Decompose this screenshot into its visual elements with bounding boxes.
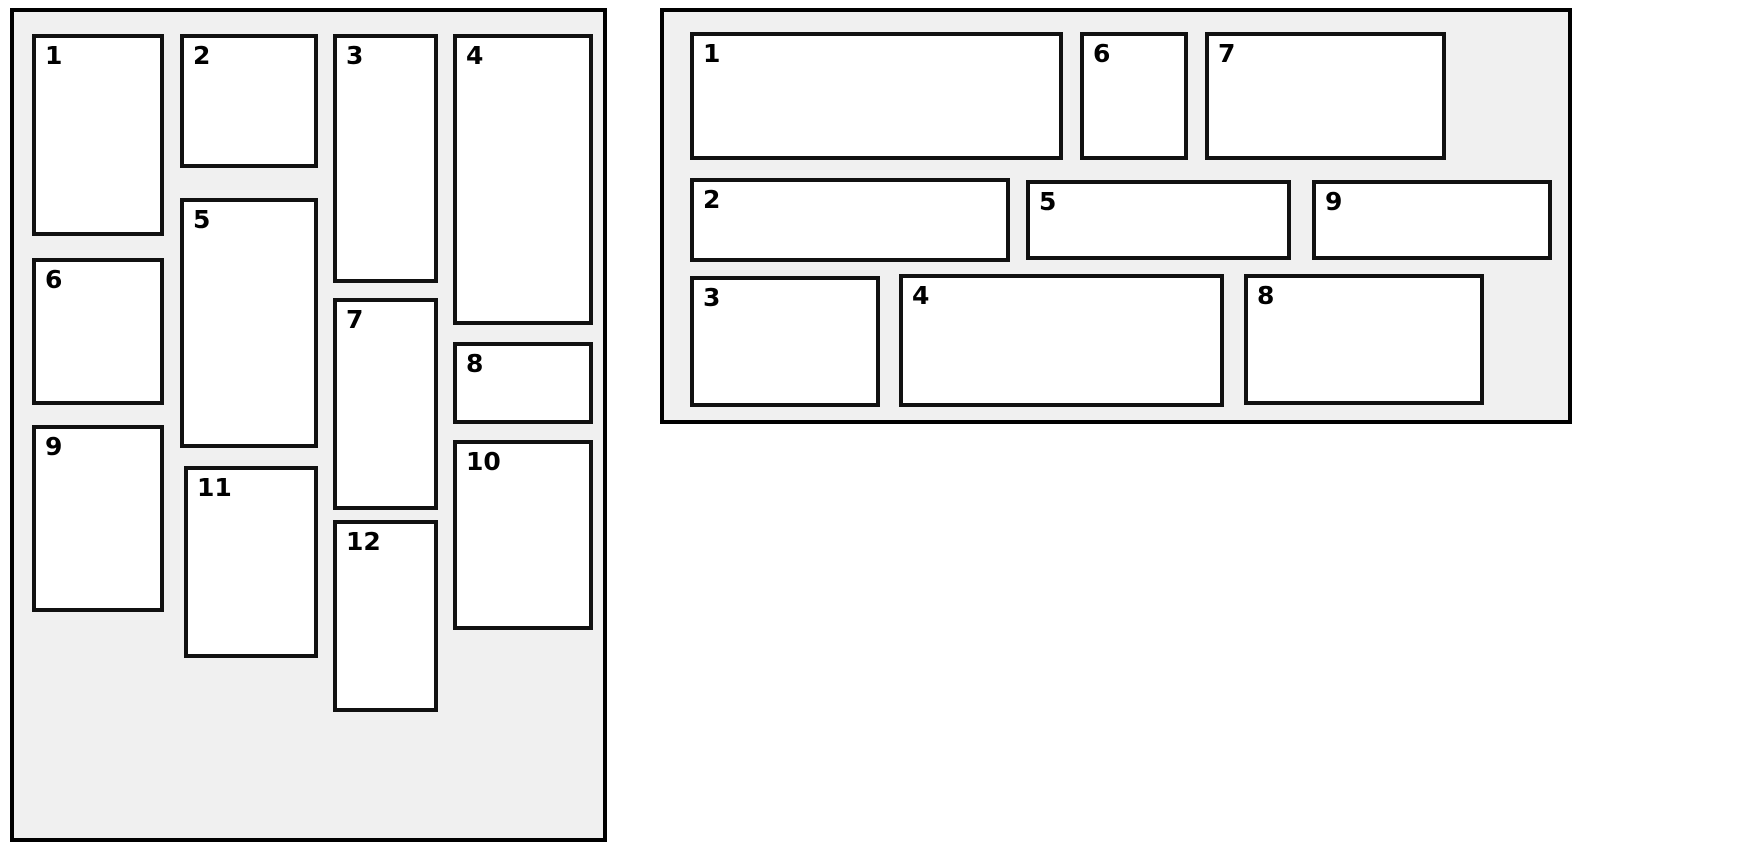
box-10[interactable]: 10 bbox=[453, 440, 593, 630]
box-label: 3 bbox=[346, 41, 364, 70]
box-2[interactable]: 2 bbox=[690, 178, 1010, 262]
box-2[interactable]: 2 bbox=[180, 34, 318, 168]
box-8[interactable]: 8 bbox=[1244, 274, 1484, 405]
box-label: 11 bbox=[197, 473, 232, 502]
box-4[interactable]: 4 bbox=[899, 274, 1224, 407]
box-9[interactable]: 9 bbox=[1312, 180, 1552, 260]
box-label: 9 bbox=[1325, 187, 1343, 216]
box-label: 8 bbox=[1257, 281, 1275, 310]
box-7[interactable]: 7 bbox=[1205, 32, 1446, 160]
box-5[interactable]: 5 bbox=[180, 198, 318, 448]
box-label: 5 bbox=[1039, 187, 1057, 216]
box-label: 1 bbox=[703, 39, 721, 68]
box-label: 2 bbox=[703, 185, 721, 214]
box-label: 6 bbox=[1093, 39, 1111, 68]
box-label: 6 bbox=[45, 265, 63, 294]
box-1[interactable]: 1 bbox=[690, 32, 1063, 160]
box-11[interactable]: 11 bbox=[184, 466, 318, 658]
box-6[interactable]: 6 bbox=[32, 258, 164, 405]
box-1[interactable]: 1 bbox=[32, 34, 164, 236]
box-label: 2 bbox=[193, 41, 211, 70]
box-label: 9 bbox=[45, 432, 63, 461]
box-label: 1 bbox=[45, 41, 63, 70]
box-label: 12 bbox=[346, 527, 381, 556]
box-5[interactable]: 5 bbox=[1026, 180, 1291, 260]
box-6[interactable]: 6 bbox=[1080, 32, 1188, 160]
box-8[interactable]: 8 bbox=[453, 342, 593, 424]
box-9[interactable]: 9 bbox=[32, 425, 164, 612]
box-label: 8 bbox=[466, 349, 484, 378]
box-label: 4 bbox=[912, 281, 930, 310]
box-3[interactable]: 3 bbox=[333, 34, 438, 283]
box-12[interactable]: 12 bbox=[333, 520, 438, 712]
panel-row-flow-panel: 1 2 3 4 5 6 7 8 9 bbox=[660, 8, 1572, 424]
box-7[interactable]: 7 bbox=[333, 298, 438, 510]
box-label: 5 bbox=[193, 205, 211, 234]
box-label: 10 bbox=[466, 447, 501, 476]
box-label: 7 bbox=[346, 305, 364, 334]
box-label: 7 bbox=[1218, 39, 1236, 68]
box-label: 3 bbox=[703, 283, 721, 312]
box-3[interactable]: 3 bbox=[690, 276, 880, 407]
box-4[interactable]: 4 bbox=[453, 34, 593, 325]
box-label: 4 bbox=[466, 41, 484, 70]
